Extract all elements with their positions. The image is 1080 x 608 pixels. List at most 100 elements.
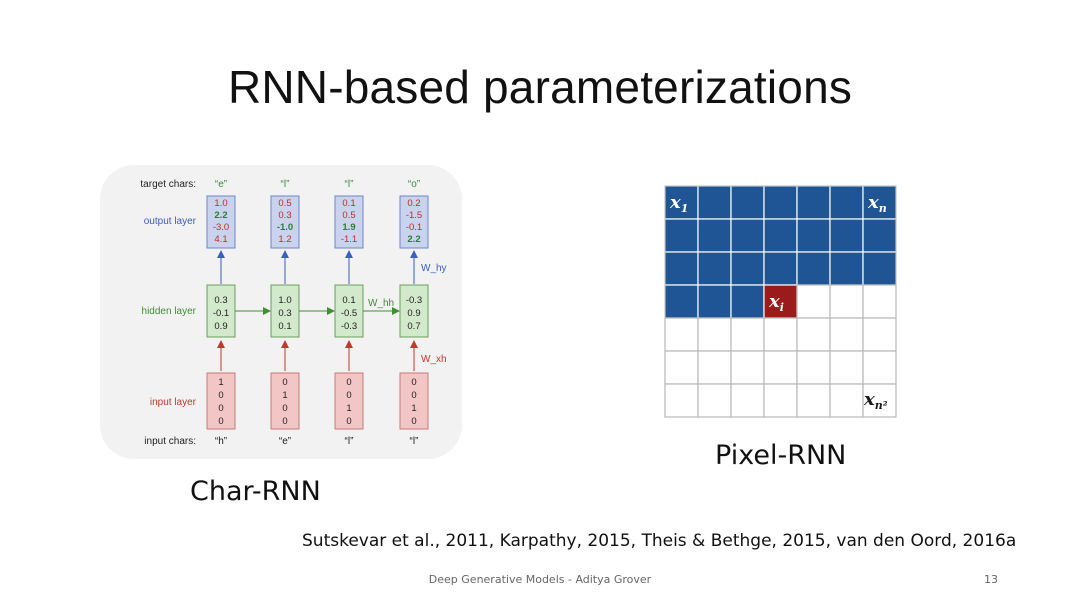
hidden-value: 0.3 <box>214 295 227 306</box>
pixel-cell <box>862 317 897 352</box>
target-char: “e” <box>215 179 227 190</box>
target-char: “l” <box>345 179 354 190</box>
hidden-value: 0.3 <box>278 308 291 319</box>
pixel-cell <box>829 284 864 319</box>
char-rnn-caption: Char-RNN <box>190 476 321 507</box>
input-box <box>270 372 300 430</box>
input-char: “l” <box>345 436 354 447</box>
page-number: 13 <box>984 573 998 586</box>
input-value: 0 <box>411 416 416 427</box>
hidden-box <box>399 284 429 338</box>
hidden-value: 0.9 <box>407 308 420 319</box>
pixel-cell <box>730 284 765 319</box>
pixel-cell <box>796 185 831 220</box>
pixel-cell <box>763 218 798 253</box>
label-xn-base: x <box>867 192 879 213</box>
footer-text: Deep Generative Models - Aditya Grover <box>428 573 652 586</box>
output-value: 0.3 <box>278 210 291 221</box>
input-char: “l” <box>410 436 419 447</box>
output-value: -0.1 <box>406 222 422 233</box>
pixel-cell <box>763 284 798 319</box>
char-rnn-svg: target chars: output layer hidden layer inp… <box>140 179 447 447</box>
pixel-cell <box>697 251 732 286</box>
hidden-layer-label: hidden layer <box>142 306 197 317</box>
output-value: -1.5 <box>406 210 422 221</box>
pixel-cell <box>796 317 831 352</box>
input-chars-label: input chars: <box>144 436 196 447</box>
output-value: -3.0 <box>213 222 229 233</box>
hidden-box <box>206 284 236 338</box>
pixel-cell <box>697 317 732 352</box>
label-xi: xi <box>768 291 784 314</box>
output-box <box>334 195 364 249</box>
output-value: -1.0 <box>277 222 293 233</box>
hidden-value: 0.1 <box>342 295 355 306</box>
output-layer-label: output layer <box>144 216 197 227</box>
output-value: 0.5 <box>278 198 291 209</box>
grid-border <box>664 185 897 418</box>
input-value: 1 <box>346 403 351 414</box>
hidden-value: 0.1 <box>278 321 291 332</box>
pixel-cell <box>862 350 897 385</box>
hidden-value: -0.5 <box>341 308 357 319</box>
output-value: 0.5 <box>342 210 355 221</box>
input-value: 1 <box>282 390 287 401</box>
hidden-value: 0.9 <box>214 321 227 332</box>
input-layer-label: input layer <box>150 397 197 408</box>
output-value: -1.1 <box>341 234 357 245</box>
pixel-cell <box>730 185 765 220</box>
label-x1-base: x <box>669 192 681 213</box>
output-box <box>399 195 429 249</box>
pixel-cell <box>763 317 798 352</box>
pixel-cell <box>796 350 831 385</box>
label-xn-subscript: n <box>879 202 887 215</box>
input-value: 0 <box>411 390 416 401</box>
input-box <box>334 372 364 430</box>
pixel-cell <box>664 383 699 418</box>
output-value: 1.0 <box>214 198 227 209</box>
input-value: 0 <box>346 377 351 388</box>
pixel-cell <box>796 284 831 319</box>
pixel-cell <box>862 251 897 286</box>
char-rnn-diagram: target chars: output layer hidden layer inp… <box>100 165 462 459</box>
pixel-cell <box>697 350 732 385</box>
output-value: 2.2 <box>214 210 227 221</box>
label-xn2-subscript: n² <box>875 399 888 412</box>
pixel-cell <box>862 383 897 418</box>
pixel-cell <box>796 251 831 286</box>
citation-text: Sutskevar et al., 2011, Karpathy, 2015, … <box>302 531 1017 551</box>
hidden-value: -0.3 <box>406 295 422 306</box>
input-value: 0 <box>282 416 287 427</box>
target-chars-label: target chars: <box>140 179 196 190</box>
output-value: 2.2 <box>407 234 420 245</box>
pixel-cell <box>829 218 864 253</box>
pixel-cell <box>862 284 897 319</box>
input-value: 0 <box>282 377 287 388</box>
pixel-cell <box>697 185 732 220</box>
pixel-cell <box>697 284 732 319</box>
input-value: 0 <box>346 416 351 427</box>
input-value: 0 <box>218 403 223 414</box>
input-value: 0 <box>218 390 223 401</box>
input-box <box>399 372 429 430</box>
pixel-cell <box>829 185 864 220</box>
pixel-cell <box>829 350 864 385</box>
output-value: 1.9 <box>342 222 355 233</box>
pixel-cell <box>664 251 699 286</box>
input-value: 0 <box>346 390 351 401</box>
pixel-rnn-caption: Pixel-RNN <box>715 440 847 471</box>
pixel-cell <box>763 251 798 286</box>
input-value: 0 <box>411 377 416 388</box>
pixel-cell <box>829 251 864 286</box>
input-char: “h” <box>215 436 227 447</box>
pixel-cell <box>697 218 732 253</box>
pixel-cell <box>664 317 699 352</box>
input-char: “e” <box>279 436 291 447</box>
hidden-value: -0.1 <box>213 308 229 319</box>
hidden-value: -0.3 <box>341 321 357 332</box>
input-value: 1 <box>218 377 223 388</box>
pixel-cell <box>664 350 699 385</box>
pixel-cell <box>697 383 732 418</box>
weight-label-xh: W_xh <box>421 354 447 365</box>
slide-title: RNN-based parameterizations <box>227 61 853 113</box>
